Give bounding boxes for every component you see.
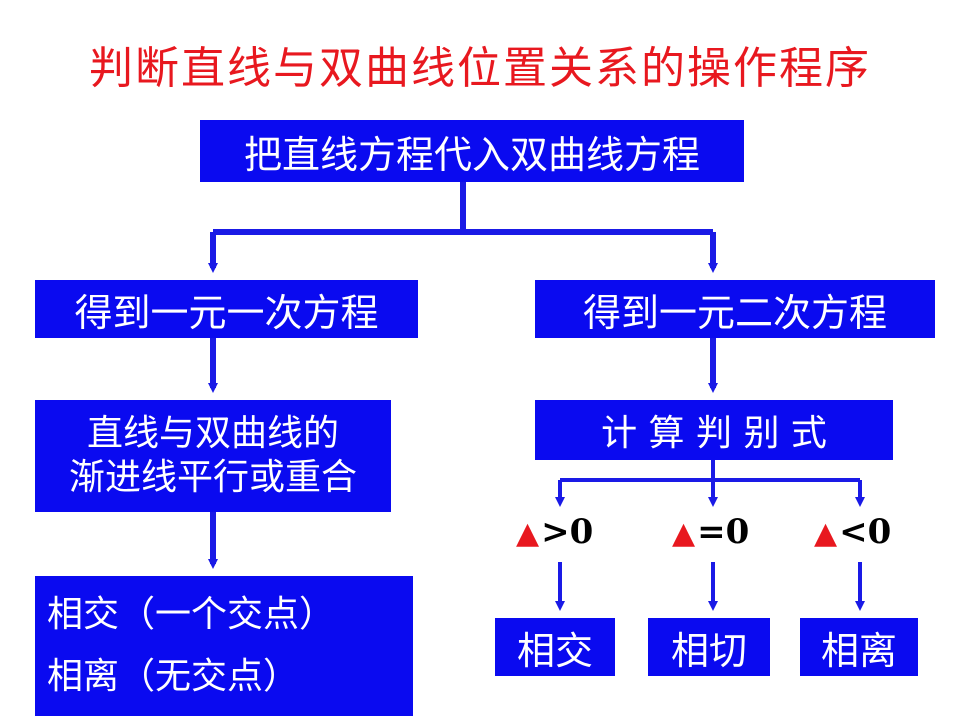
linear-equation-box: 得到一元一次方程: [35, 280, 418, 338]
intersect-label: 相交: [516, 628, 593, 673]
condition-positive-label: >0: [541, 512, 594, 552]
separate-box: 相离: [800, 618, 918, 676]
triangle-icon: ▲: [672, 516, 696, 551]
condition-negative-label: <0: [839, 512, 892, 552]
linear-equation-label: 得到一元一次方程: [74, 290, 379, 335]
left-result-line-2: 相离（无交点）: [47, 655, 300, 697]
condition-positive: ▲>0: [516, 512, 593, 552]
left-result-line-1: 相交（一个交点）: [47, 594, 336, 636]
tangent-label: 相切: [670, 628, 747, 673]
page-title: 判断直线与双曲线位置关系的操作程序: [89, 43, 871, 94]
quadratic-equation-label: 得到一元二次方程: [582, 290, 887, 335]
condition-negative: ▲<0: [814, 512, 891, 552]
intersect-box: 相交: [495, 618, 615, 676]
parallel-line-1: 直线与双曲线的: [86, 413, 339, 454]
left-result-box: 相交（一个交点） 相离（无交点）: [35, 576, 413, 716]
substitute-box: 把直线方程代入双曲线方程: [200, 120, 744, 182]
quadratic-equation-box: 得到一元二次方程: [535, 280, 935, 338]
discriminant-box: 计 算 判 别 式: [535, 400, 893, 460]
separate-label: 相离: [820, 628, 897, 673]
parallel-asymptote-box: 直线与双曲线的 渐进线平行或重合: [35, 400, 391, 512]
tangent-box: 相切: [648, 618, 770, 676]
condition-zero: ▲=0: [672, 512, 749, 552]
discriminant-label: 计 算 判 别 式: [601, 413, 827, 454]
triangle-icon: ▲: [814, 516, 838, 551]
substitute-label: 把直线方程代入双曲线方程: [243, 132, 700, 177]
triangle-icon: ▲: [516, 516, 540, 551]
condition-zero-label: =0: [697, 512, 750, 552]
parallel-line-2: 渐进线平行或重合: [68, 457, 357, 498]
